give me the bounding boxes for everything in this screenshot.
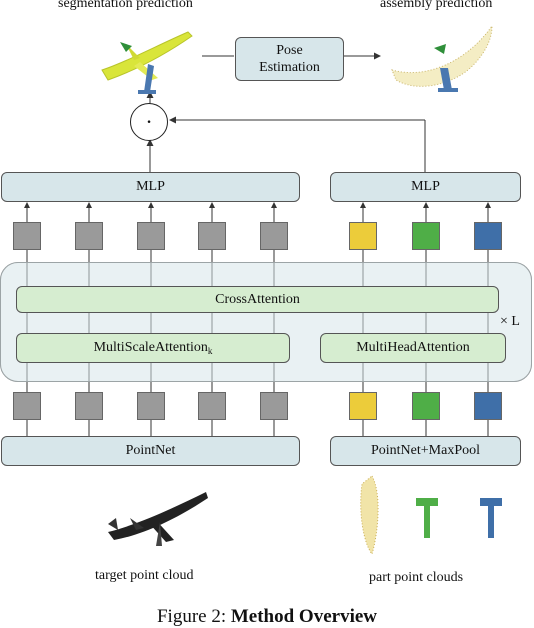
pointnet-maxpool-box: PointNet+MaxPool — [330, 436, 521, 466]
pose-label-line2: Estimation — [259, 60, 320, 75]
part-token-in-green — [412, 392, 440, 420]
target-token-out-1 — [13, 222, 41, 250]
part-cloud-yellow-image — [360, 475, 379, 556]
target-token-in-5 — [260, 392, 288, 420]
pose-label-line1: Pose — [276, 43, 303, 58]
caption-title: Method Overview — [230, 606, 378, 627]
part-point-clouds-label: part point clouds — [369, 570, 464, 585]
part-token-out-blue — [474, 222, 502, 250]
repeat-l-label: × L — [500, 314, 520, 329]
cross-attention-box: CrossAttention — [16, 286, 499, 313]
assembly-prediction-label: assembly prediction — [380, 0, 493, 11]
caption-prefix: Figure 2: — [156, 606, 231, 627]
part-token-in-yellow — [349, 392, 377, 420]
pose-estimation-box: Pose Estimation — [235, 37, 344, 81]
multiscale-subscript: k — [207, 346, 213, 356]
segmentation-airplane-image — [101, 31, 193, 94]
target-token-out-5 — [260, 222, 288, 250]
target-token-in-4 — [198, 392, 226, 420]
transformer-block-fill — [0, 262, 532, 382]
target-token-in-3 — [137, 392, 165, 420]
target-token-out-3 — [137, 222, 165, 250]
assembly-prediction-image — [391, 24, 493, 92]
part-token-out-yellow — [349, 222, 377, 250]
target-point-cloud-image — [108, 492, 208, 546]
target-token-in-1 — [13, 392, 41, 420]
multiscale-attention-label: MultiScaleAttention — [93, 340, 208, 355]
segmentation-prediction-label: segmentation prediction — [58, 0, 193, 11]
target-token-in-2 — [75, 392, 103, 420]
target-token-out-2 — [75, 222, 103, 250]
target-point-cloud-label: target point cloud — [95, 568, 194, 583]
multihead-attention-box: MultiHeadAttention — [320, 333, 506, 363]
part-token-out-green — [412, 222, 440, 250]
dot-symbol: · — [145, 109, 153, 134]
mlp-left-box: MLP — [1, 172, 300, 202]
target-token-out-4 — [198, 222, 226, 250]
part-cloud-green-image — [416, 498, 438, 538]
part-token-in-blue — [474, 392, 502, 420]
dot-product-operator: · — [130, 103, 168, 141]
figure-caption: Figure 2: Method Overview — [0, 606, 534, 628]
pointnet-box: PointNet — [1, 436, 300, 466]
mlp-right-box: MLP — [330, 172, 521, 202]
part-cloud-blue-image — [480, 498, 502, 538]
